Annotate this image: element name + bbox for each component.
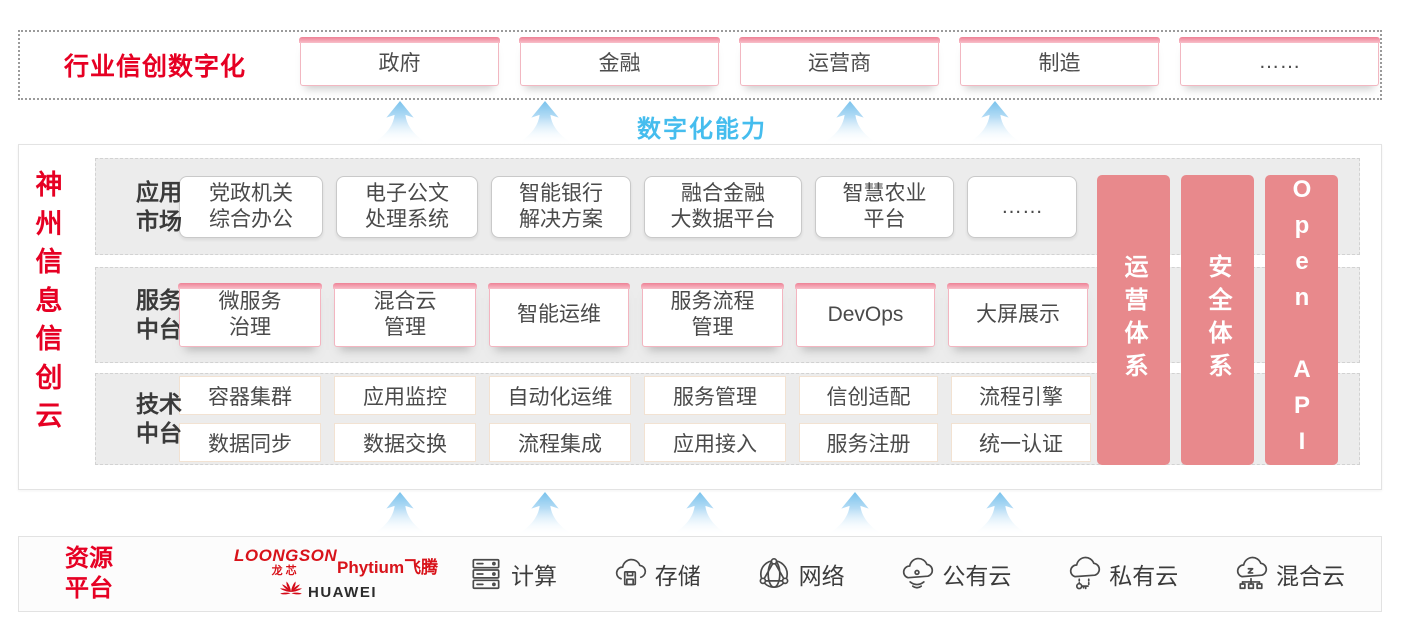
app-market-row: 应用 市场 党政机关 综合办公 电子公文 处理系统 智能银行 解决方案 融合金融… (95, 158, 1360, 255)
app-market-item: 智能银行 解决方案 (491, 175, 631, 238)
tech-middle-row: 技术 中台 容器集群 应用监控 自动化运维 服务管理 信创适配 流程引擎 数据同… (95, 373, 1360, 465)
service-item: 混合云 管理 (333, 283, 477, 347)
up-arrow-icon (971, 492, 1029, 535)
resource-list: 计算 存储 网络 (467, 537, 1345, 611)
resource-compute: 计算 (467, 555, 557, 593)
tech-item: 信创适配 (799, 376, 938, 415)
sector-finance: 金融 (519, 37, 720, 86)
network-icon (759, 557, 789, 589)
storage-icon (615, 558, 646, 586)
up-arrow-icon (516, 492, 574, 535)
resource-public-cloud: 公有云 (898, 555, 1011, 593)
resource-storage: 存储 (611, 555, 701, 593)
up-arrow-icon (821, 101, 879, 144)
platform-title: 神州信息信创云 (35, 170, 63, 431)
public-cloud-icon (903, 557, 934, 589)
resource-platform-band: 资源 平台 LOONGSON 龙芯 Phytium飞腾 (18, 536, 1382, 612)
vendor-logos: LOONGSON 龙芯 Phytium飞腾 HUAWEI (219, 537, 489, 611)
private-cloud-icon (1070, 556, 1101, 590)
up-arrow-icon (826, 492, 884, 535)
up-arrow-icon (966, 101, 1024, 144)
up-arrow-icon (371, 492, 429, 535)
tech-item: 数据同步 (179, 423, 321, 462)
app-market-item: 党政机关 综合办公 (179, 175, 323, 238)
app-market-item: 融合金融 大数据平台 (644, 175, 802, 238)
tech-middle-label: 技术 中台 (136, 391, 182, 446)
industry-sector-band: 行业信创数字化 政府 金融 运营商 制造 …… (18, 30, 1382, 100)
tech-item: 服务注册 (799, 423, 938, 462)
up-arrow-icon (516, 101, 574, 144)
sector-manufacturing: 制造 (959, 37, 1160, 86)
service-item: 服务流程 管理 (641, 283, 784, 347)
resource-private-cloud: 私有云 (1065, 555, 1178, 593)
sector-more: …… (1179, 37, 1380, 86)
tech-item: 统一认证 (951, 423, 1091, 462)
up-arrow-icon (671, 492, 729, 535)
sector-operator: 运营商 (739, 37, 940, 86)
phytium-logo: Phytium飞腾 (337, 558, 439, 577)
huawei-flower-icon (280, 581, 302, 595)
hybrid-cloud-icon (1236, 556, 1268, 590)
app-market-item: 智慧农业 平台 (815, 175, 954, 238)
resource-hybrid-cloud: 混合云 (1232, 555, 1345, 593)
tech-item: 自动化运维 (489, 376, 631, 415)
service-middle-row: 服务 中台 微服务 治理 混合云 管理 智能运维 服务流程 管理 DevOps … (95, 267, 1360, 363)
digital-capability-label: 数字化能力 (637, 116, 767, 143)
pillar-security-system: 安全体系 (1181, 175, 1254, 465)
app-market-label: 应用 市场 (136, 178, 182, 234)
sector-list: 政府 金融 运营商 制造 …… (299, 37, 1380, 86)
tech-item: 应用监控 (334, 376, 476, 415)
loongson-logo: LOONGSON 龙芯 (234, 546, 338, 577)
sector-government: 政府 (299, 37, 500, 86)
service-item: 智能运维 (488, 283, 630, 347)
tech-item: 数据交换 (334, 423, 476, 462)
tech-item: 流程集成 (489, 423, 631, 462)
tech-item: 服务管理 (644, 376, 786, 415)
tech-item: 容器集群 (179, 376, 321, 415)
huawei-logo: HUAWEI (279, 581, 377, 603)
resource-platform-label: 资源 平台 (65, 545, 113, 602)
pillar-operations-system: 运营体系 (1097, 175, 1170, 465)
service-item: DevOps (795, 283, 936, 347)
tech-item: 应用接入 (644, 423, 786, 462)
tech-item: 流程引擎 (951, 376, 1091, 415)
pillar-open-api: Open API (1265, 175, 1338, 465)
industry-band-title: 行业信创数字化 (64, 53, 247, 81)
app-market-item-more: …… (967, 175, 1077, 238)
service-middle-label: 服务 中台 (136, 287, 182, 342)
service-item: 大屏展示 (947, 283, 1089, 347)
compute-icon (472, 558, 500, 590)
up-arrow-icon (371, 101, 429, 144)
app-market-item: 电子公文 处理系统 (336, 175, 478, 238)
resource-network: 网络 (755, 555, 845, 593)
service-item: 微服务 治理 (178, 283, 322, 347)
